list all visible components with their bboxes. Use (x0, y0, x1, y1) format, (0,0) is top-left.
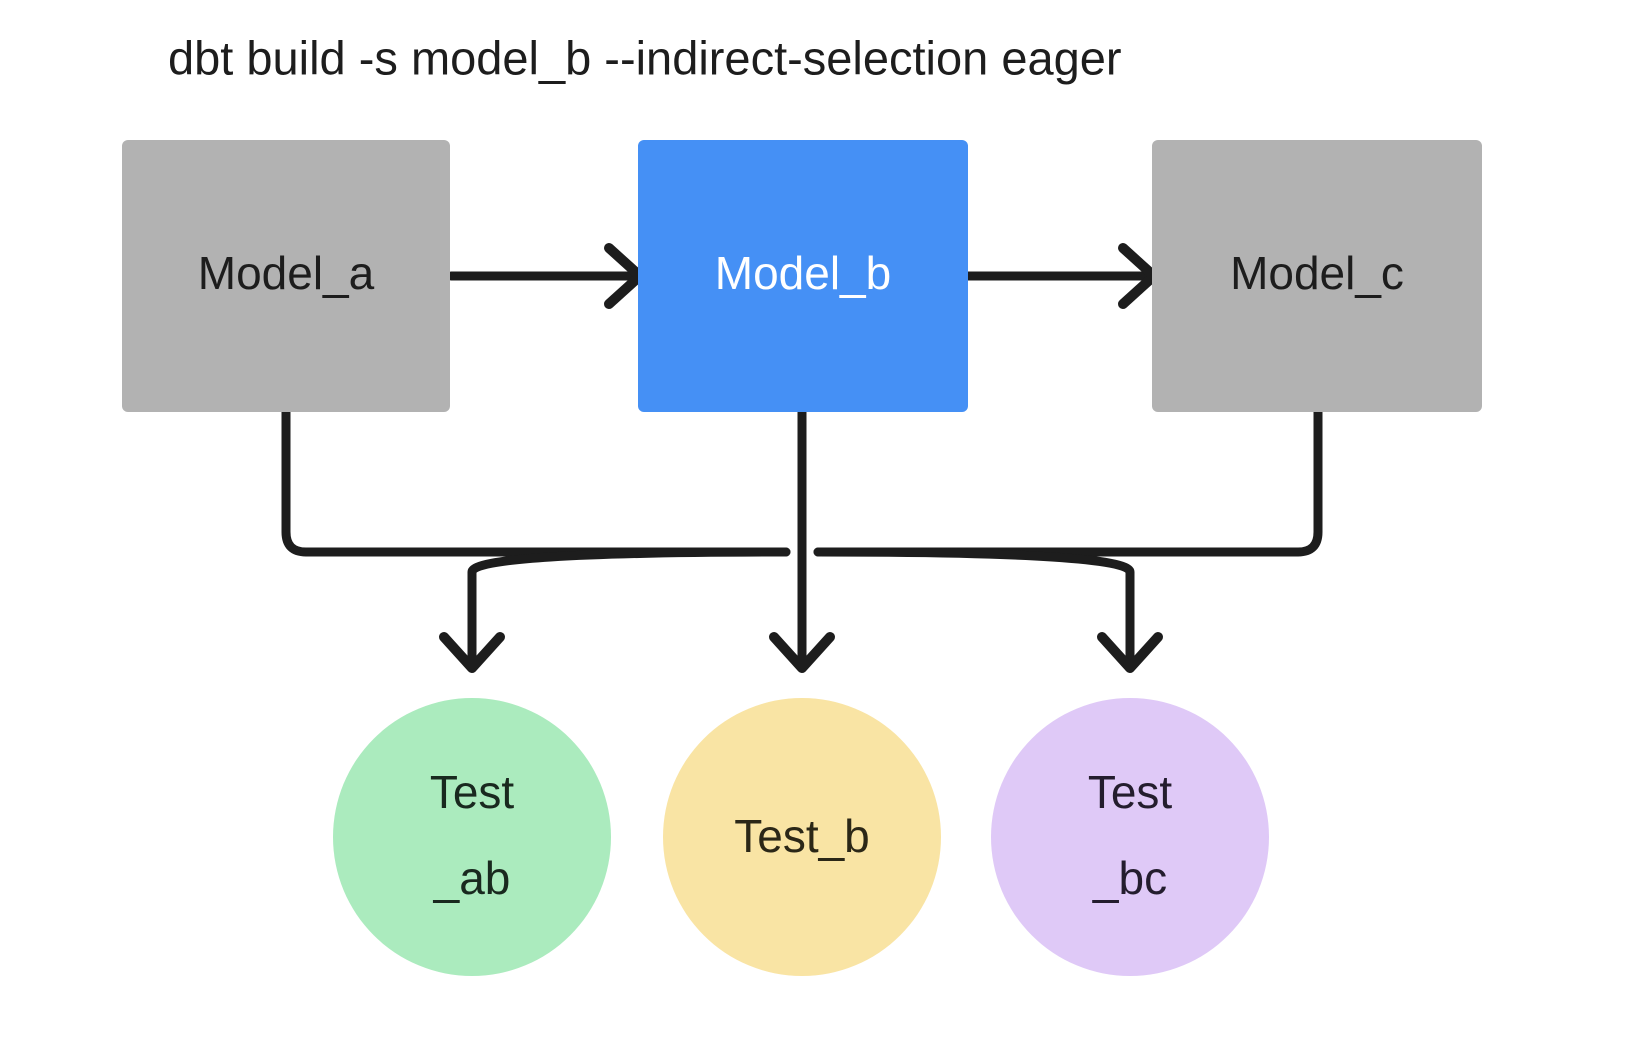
edge-model-b-to-test-b (769, 407, 835, 673)
node-model-a[interactable]: Model_a (122, 140, 450, 412)
test-ab-label-line1: Test (430, 766, 515, 818)
edge-bus-to-test-bc (813, 547, 1163, 673)
test-ab-label-line2: _ab (433, 852, 511, 904)
model-b-label: Model_b (715, 247, 891, 299)
edge-model-a-to-bus (281, 407, 791, 557)
test-b-label-line1: Test_b (734, 810, 870, 862)
node-test-bc[interactable]: Test _bc (991, 698, 1269, 976)
model-b-shape[interactable] (638, 140, 968, 412)
model-a-label: Model_a (198, 247, 375, 299)
edge-bus-to-test-ab (439, 547, 791, 673)
edge-model-a-to-model-b (446, 243, 647, 309)
model-c-label: Model_c (1230, 247, 1404, 299)
test-ab-shape[interactable] (333, 698, 611, 976)
node-test-b[interactable]: Test_b (663, 698, 941, 976)
test-b-shape[interactable] (663, 698, 941, 976)
test-bc-label-line2: _bc (1092, 852, 1167, 904)
edge-model-c-to-bus (813, 407, 1323, 557)
test-bc-shape[interactable] (991, 698, 1269, 976)
edge-model-b-to-model-c (963, 243, 1161, 309)
model-a-shape[interactable] (122, 140, 450, 412)
edge-group (281, 243, 1323, 673)
node-model-c[interactable]: Model_c (1152, 140, 1482, 412)
model-c-shape[interactable] (1152, 140, 1482, 412)
node-test-ab[interactable]: Test _ab (333, 698, 611, 976)
test-bc-label-line1: Test (1088, 766, 1173, 818)
node-model-b[interactable]: Model_b (638, 140, 968, 412)
diagram-title: dbt build -s model_b --indirect-selectio… (168, 31, 1122, 84)
